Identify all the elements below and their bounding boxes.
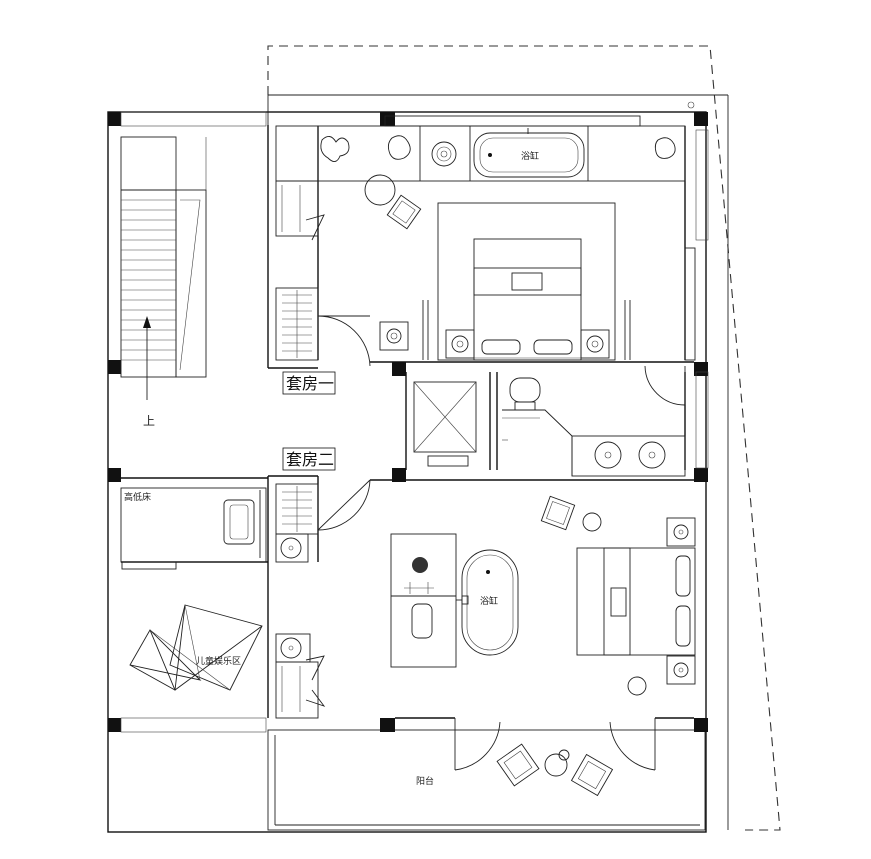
marker-dot: [687, 101, 695, 109]
suite-two-door: [317, 479, 371, 531]
suite-one-chair: [364, 174, 422, 230]
interior-walls: [121, 125, 694, 719]
kids-play-area-label: 儿童娱乐区: [196, 655, 241, 667]
suite-one-bathroom: [502, 377, 686, 477]
bathtub-center-label: 浴缸: [480, 595, 498, 607]
stair-up-label: 上: [143, 414, 155, 428]
elevator-shaft: [413, 381, 477, 467]
suite-one-wardrobe: [275, 125, 325, 361]
suite-one-doors: [317, 315, 686, 406]
suite-one-nameplate: 套房一: [282, 371, 336, 395]
balcony-furniture: [496, 743, 614, 797]
suite-two-label: 套房二: [286, 450, 334, 469]
balcony-doors: [454, 718, 656, 771]
outer-walls: [107, 94, 729, 833]
nightstand-lamp-icon: [379, 321, 610, 359]
roof-outline-dashed: [267, 45, 781, 831]
kids-play-tent: [129, 604, 263, 691]
bathtub-top: [473, 128, 585, 178]
suite-two-nameplate: 套房二: [282, 447, 336, 471]
balcony-label: 阳台: [416, 775, 434, 787]
plant-icon: [320, 135, 676, 162]
suite-one-bed: [437, 202, 616, 361]
suite-two-vanity: [275, 633, 326, 719]
structural-columns: [108, 112, 708, 732]
bunk-bed: [120, 487, 267, 570]
suite-two-chair: [540, 495, 647, 696]
window-hatching: [120, 111, 709, 733]
staircase: [120, 136, 207, 378]
suite-one-label: 套房一: [286, 374, 334, 393]
suite-one-top-counter: [317, 115, 686, 182]
bunk-bed-label: 高低床: [124, 491, 151, 503]
stair-up-arrow: [143, 316, 151, 400]
round-planter-icon: [431, 141, 457, 167]
suite-two-bed: [576, 517, 696, 685]
center-island-vanity: [390, 533, 457, 668]
suite-one-side-rails: [422, 247, 696, 361]
suite-two-closet: [275, 483, 319, 563]
bathtub-top-label: 浴缸: [521, 150, 539, 162]
bathtub-center: [456, 549, 519, 656]
